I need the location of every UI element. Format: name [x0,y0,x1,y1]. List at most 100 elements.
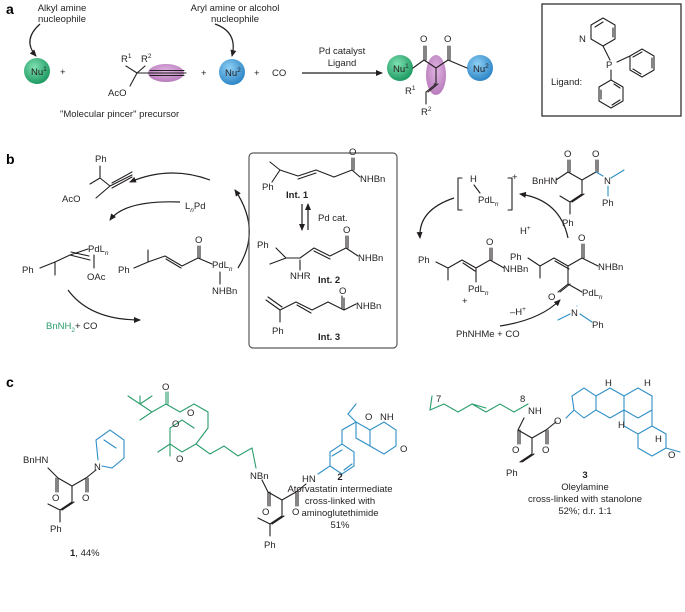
c2-label-4: 51% [330,520,350,531]
nu1-text: Nu1 [31,66,47,78]
precursor-label: "Molecular pincer" precursor [60,109,179,120]
b-h: H [470,174,477,185]
c2-o-ring2: O [176,454,183,465]
b-alkyl-ph: Ph [418,255,430,266]
product-r1: R1 [405,85,416,97]
c2-linker-bond [251,447,257,469]
product-o2: O [444,34,451,45]
p-bond-1 [602,45,611,61]
c2-hn: HN [302,474,316,485]
precursor-bonds [125,65,146,87]
b-int3-o: O [339,286,346,297]
b-phnhme: PhNHMe + CO [456,329,520,340]
b-acylpd-ph: Ph [510,252,522,263]
b-product-ph: Ph [562,218,574,229]
b-pdln-4: PdLn [468,284,489,297]
alkyl-amine-label-2: nucleophile [38,14,86,25]
b-brackets [457,177,513,211]
b-oac: OAc [87,272,106,283]
c3-label-3: 52%; d.r. 1:1 [558,506,611,517]
b-int1-nhbn: NHBn [360,174,385,185]
b-propargyl-bonds [89,165,133,199]
b-product-ph-n: Ph [602,198,614,209]
c3-label-2: cross-linked with stanolone [528,494,642,505]
b-int3-bonds [265,295,357,323]
b-acyl-bonds [133,245,213,269]
b-arrow-oxadd [109,201,181,221]
b-bnhn: BnHN [532,176,557,187]
b-h-pd-bond [473,184,481,194]
panel-a: a Alkyl amine nucleophile Aryl amine or … [6,1,682,120]
b-ph-allenyl: Ph [22,265,34,276]
panel-c: c BnHN O O N Ph 1, 44% O O O O NBn O O P… [6,374,681,559]
c1-bnhn: BnHN [23,455,48,466]
b-plus-charge: + [512,172,518,183]
b-alkyl-bonds [435,247,505,283]
nu1-ball [24,58,50,84]
c3-nh: NH [528,406,542,417]
b-ph-top: Ph [95,154,107,165]
b-acylpd-n-bonds [557,305,593,323]
b-acylpd-o2: O [548,292,555,303]
b-acylpd-bonds [527,243,599,293]
panel-b: b Ph AcO LnPd Ph PdLn OAc BnNH2+ CO Ph O… [6,147,625,349]
product-nu2-ball [467,55,493,81]
b-hplus: H+ [520,225,531,237]
c2-o2: O [292,507,299,518]
b-int2-nhr: NHR [290,271,311,282]
b-int2-o: O [343,225,350,236]
c1-azabicycle [95,429,125,469]
b-arrow-deprot [499,299,561,327]
b-acylpd-ph: Ph [592,320,604,331]
product-r2: R2 [421,106,432,118]
b-int2-nhbn: NHBn [358,253,383,264]
b-arrow-cycle-top [129,172,211,183]
ligand-cond-label: Ligand [328,58,357,69]
c3-o1: O [512,445,519,456]
c3-label-num: 3 [582,470,587,481]
c1-label: 1, 44% [70,548,100,559]
c2-o4: O [400,444,407,455]
b-int1-ph: Ph [262,182,274,193]
c3-core-bonds [517,417,557,463]
b-lnpd: LnPd [185,201,206,214]
b-alkyl-nhbn: NHBn [503,264,528,275]
b-acylpd-nhbn: NHBn [598,262,623,273]
alkyl-amine-label: Alkyl amine [38,3,87,14]
product-o1: O [420,34,427,45]
b-acylpd-o1: O [578,233,585,244]
c3-label-1: Oleylamine [561,482,609,493]
panel-label-b: b [6,151,15,167]
c3-steroid-bonds [565,387,681,457]
b-arrow-cycle-right [234,189,250,269]
b-product-n-bonds [595,169,625,197]
b-pdln-2: PdLn [212,260,233,273]
b-acyl-o: O [195,235,202,246]
b-ph-acyl: Ph [118,265,130,276]
b-minus-h: –H+ [510,306,526,318]
b-aco: AcO [62,194,80,205]
c2-core-bonds [257,479,307,537]
c1-ph: Ph [50,524,62,535]
phosphorus-p: P [606,60,612,71]
b-int2-bonds [269,235,359,271]
b-int3-label: Int. 3 [318,332,340,343]
c2-ph: Ph [264,540,276,551]
b-pdln-5: PdLn [582,288,603,301]
b-pdln-3: PdLn [478,195,499,208]
b-int1-o: O [349,147,356,158]
product-nu2-text: Nu2 [473,63,489,75]
c1-o1: O [52,493,59,504]
b-product-o1: O [564,149,571,160]
c2-label-3: aminoglutethimide [301,508,378,519]
b-alkyl-o: O [486,237,493,248]
product-nu1-text: Nu1 [393,63,409,75]
catalyst-label: Pd catalyst [319,46,366,57]
pyridine-ring [590,17,616,47]
c3-h2: H [644,378,651,389]
b-intermediates-box [248,152,398,349]
c3-o-ester: O [554,416,561,427]
product-bonds [412,45,468,105]
c1-n: N [94,462,101,473]
